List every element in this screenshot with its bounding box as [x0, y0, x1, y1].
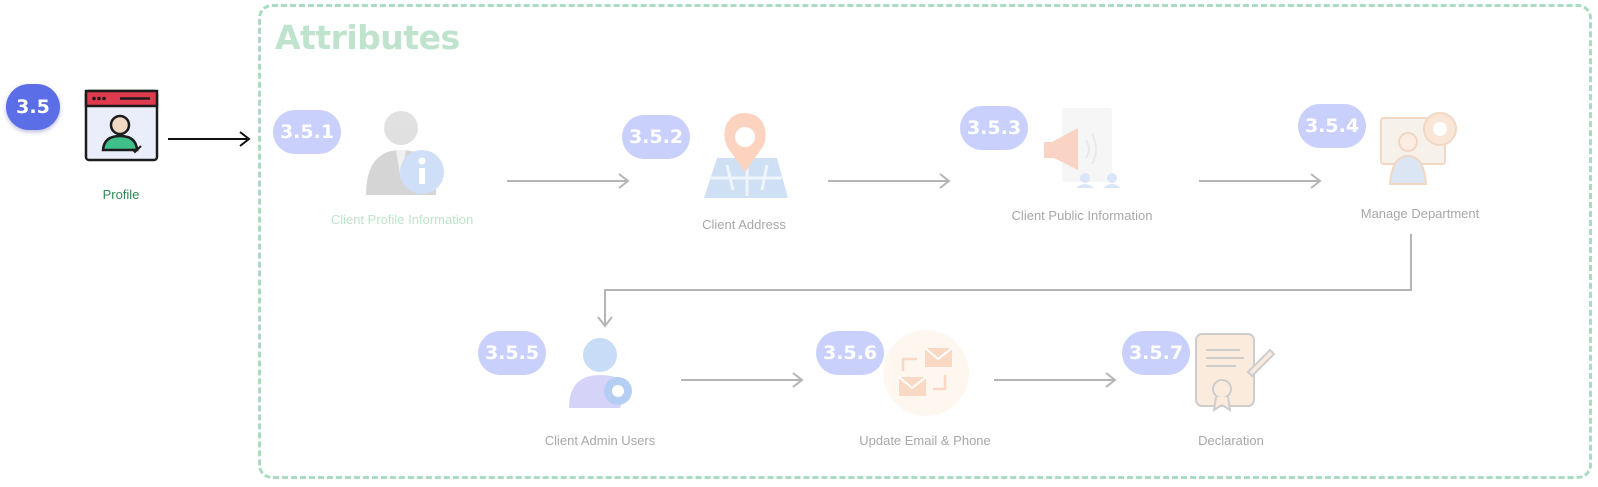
profile-window-icon[interactable]	[84, 89, 159, 162]
step-badge: 3.5.3	[960, 106, 1028, 150]
step-badge: 3.5.5	[478, 331, 546, 375]
step-label[interactable]: Update Email & Phone	[859, 433, 991, 448]
step-label[interactable]: Client Profile Information	[330, 212, 474, 227]
step-label[interactable]: Client Address	[702, 217, 786, 232]
email-exchange-icon	[883, 330, 969, 416]
step-label[interactable]: Client Admin Users	[544, 433, 656, 448]
step-label[interactable]: Declaration	[1198, 433, 1264, 448]
main-step-badge: 3.5	[6, 84, 60, 130]
step-badge: 3.5.4	[1298, 104, 1366, 148]
connector-arrow	[1199, 173, 1322, 189]
user-info-icon	[366, 111, 444, 195]
step-badge: 3.5.1	[273, 110, 341, 154]
connector-arrow	[994, 372, 1117, 388]
step-label[interactable]: Manage Department	[1360, 206, 1480, 221]
admin-settings-icon	[1380, 112, 1457, 185]
map-pin-icon	[704, 113, 788, 198]
step-badge: 3.5.6	[816, 331, 884, 375]
connector-arrow	[507, 173, 630, 189]
user-gear-icon	[569, 338, 632, 408]
elbow-connector-arrow	[597, 234, 1412, 328]
attributes-title: Attributes	[275, 18, 460, 57]
megaphone-document-icon	[1044, 108, 1121, 188]
attributes-group-frame	[258, 4, 1592, 479]
step-badge: 3.5.7	[1122, 331, 1190, 375]
connector-arrow	[681, 372, 804, 388]
profile-to-attributes-arrow	[168, 131, 251, 147]
profile-label[interactable]: Profile	[102, 187, 140, 202]
step-label[interactable]: Client Public Information	[1011, 208, 1153, 223]
certificate-scroll-icon	[1195, 333, 1276, 413]
connector-arrow	[828, 173, 951, 189]
step-badge: 3.5.2	[622, 115, 690, 159]
